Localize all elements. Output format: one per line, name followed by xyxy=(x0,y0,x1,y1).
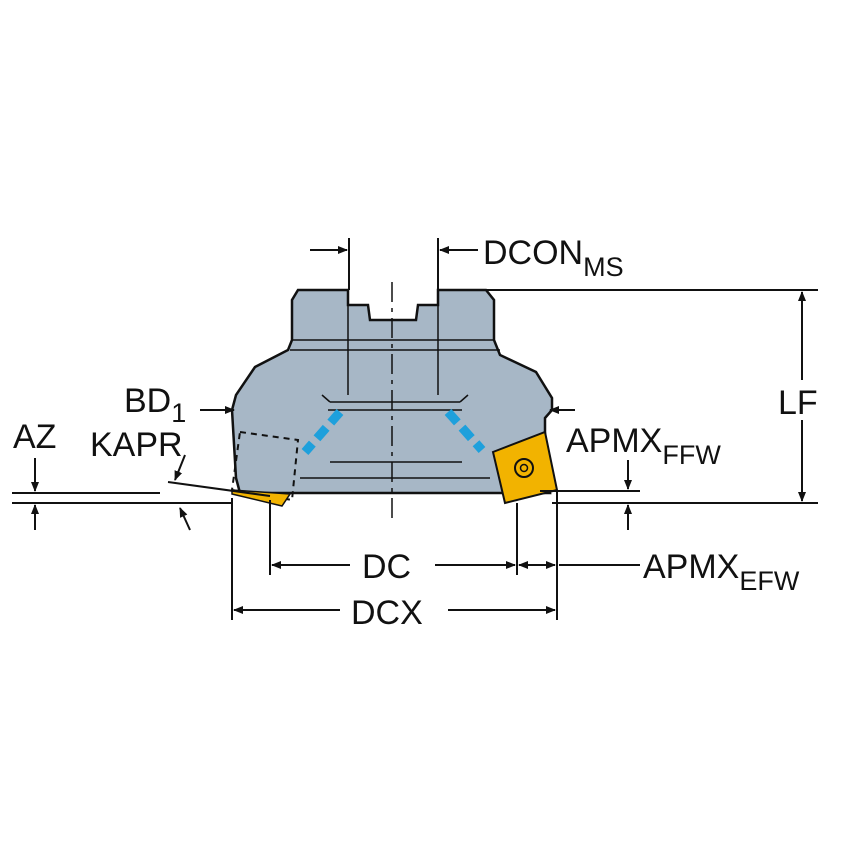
dcon-label: DCONMS xyxy=(483,234,624,282)
apmx-efw-label: APMXEFW xyxy=(643,548,800,596)
kapr-label: KAPR xyxy=(90,426,183,464)
coolant-channel-right xyxy=(444,408,486,454)
insert-left xyxy=(231,489,292,507)
bd1-label: BD1 xyxy=(124,382,186,428)
coolant-channel-left xyxy=(301,409,344,455)
apmx-efw-vertical xyxy=(540,460,640,530)
lf-dimension xyxy=(486,289,818,504)
az-label: AZ xyxy=(13,418,56,456)
kapr-dimension xyxy=(167,454,271,531)
hidden-insert-outline xyxy=(230,430,300,502)
az-dimension xyxy=(12,458,232,530)
coolant-channels xyxy=(301,408,486,455)
apmx-ffw-label: APMXFFW xyxy=(566,422,721,470)
lf-label: LF xyxy=(778,384,818,422)
dcon-dimension xyxy=(310,238,478,290)
dcx-label: DCX xyxy=(351,594,423,632)
insert-screw-icon xyxy=(514,458,534,478)
dc-label: DC xyxy=(362,548,411,586)
